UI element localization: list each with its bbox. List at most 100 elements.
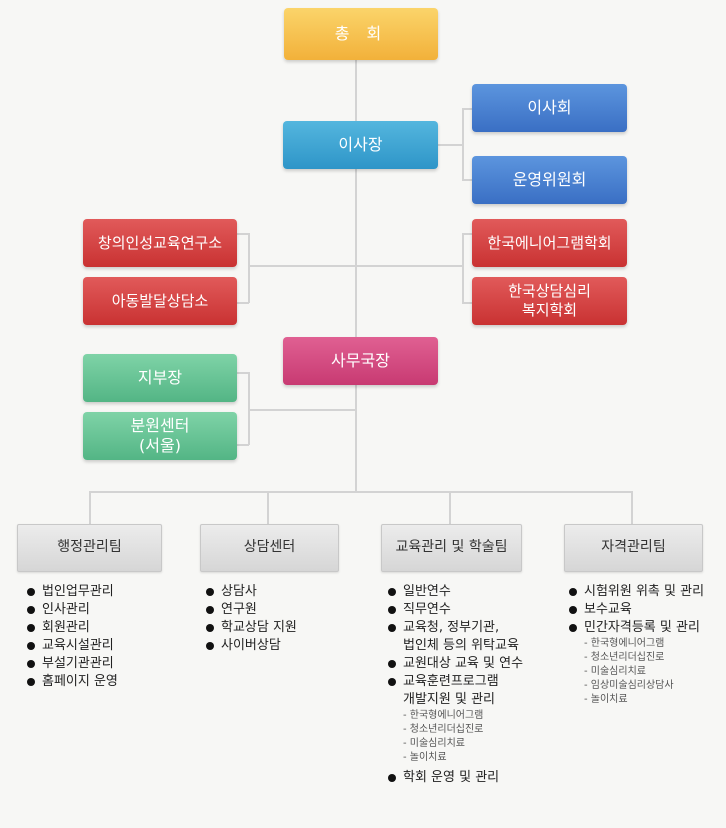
list-item-text: 교육시설관리 — [42, 638, 114, 653]
connector-societies-v — [462, 233, 464, 303]
list-item-text: 교육훈련프로그램 — [403, 674, 499, 689]
list-item-text: - 놀이치료 — [584, 694, 628, 705]
branch-head-box: 지부장 — [83, 354, 237, 402]
sub-list-item: - 한국형에니어그램 — [568, 637, 724, 651]
list-item: 일반연수 — [387, 583, 562, 601]
list-item-text: 일반연수 — [403, 584, 451, 599]
list-item: 연구원 — [205, 601, 365, 619]
list-item-text: 학교상담 지원 — [221, 620, 297, 635]
sub-list-item: - 미술심리치료 — [568, 665, 724, 679]
list-item-text: 민간자격등록 및 관리 — [584, 620, 700, 635]
list-item: 법인업무관리 — [26, 583, 186, 601]
connector-team4-v — [631, 491, 633, 525]
counseling-society-line1: 한국상담심리 — [508, 282, 591, 301]
connector-team1-v — [89, 491, 91, 525]
list-item-text: 직무연수 — [403, 602, 451, 617]
sub-list-item: - 놀이치료 — [568, 693, 724, 707]
team-education-box: 교육관리 및 학술팀 — [381, 524, 522, 572]
list-item-text: - 한국형에니어그램 — [403, 710, 484, 721]
list-item: 학교상담 지원 — [205, 619, 365, 637]
child-development-center-box: 아동발달상담소 — [83, 277, 237, 325]
connector-societies-top — [462, 233, 472, 235]
connector-main-vertical — [355, 60, 357, 492]
list-item-text: 교육청, 정부기관, — [403, 620, 500, 635]
list-item: 사이버상담 — [205, 637, 365, 655]
list-item-text: - 놀이치료 — [403, 752, 447, 763]
list-item-text: - 임상미술심리상담사 — [584, 680, 674, 691]
list-item: 인사관리 — [26, 601, 186, 619]
list-item-text: - 미술심리치료 — [584, 666, 646, 677]
connector-board-bottom — [462, 179, 472, 181]
sub-center-line2: (서울) — [139, 436, 181, 455]
board-of-directors-box: 이사회 — [472, 84, 627, 132]
steering-committee-box: 운영위원회 — [472, 156, 627, 204]
list-item-text: 학회 운영 및 관리 — [403, 770, 500, 785]
connector-societies-bottom — [462, 302, 472, 304]
list-item: 교원대상 교육 및 연수 — [387, 655, 562, 673]
sub-list-item: - 청소년리더십진로 — [387, 723, 562, 737]
list-item: 부설기관관리 — [26, 655, 186, 673]
list-item-text: 교원대상 교육 및 연수 — [403, 656, 524, 671]
list-item-text: 보수교육 — [584, 602, 632, 617]
list-item-text: 사이버상담 — [221, 638, 281, 653]
team-certification-box: 자격관리팀 — [564, 524, 703, 572]
connector-branch-bottom — [237, 444, 249, 446]
list-item: 직무연수 — [387, 601, 562, 619]
general-assembly-box: 총 회 — [284, 8, 438, 60]
enneagram-society-box: 한국에니어그램학회 — [472, 219, 627, 267]
connector-branch-h — [249, 409, 356, 411]
team-admin-box: 행정관리팀 — [17, 524, 162, 572]
list-item-text: 연구원 — [221, 602, 257, 617]
list-item: 회원관리 — [26, 619, 186, 637]
list-item: 교육청, 정부기관, 법인체 등의 위탁교육 — [387, 619, 562, 655]
secretary-general-box: 사무국장 — [283, 337, 438, 385]
list-item: 상담사 — [205, 583, 365, 601]
connector-team3-v — [449, 491, 451, 525]
connector-team2-v — [267, 491, 269, 525]
sub-center-box: 분원센터 (서울) — [83, 412, 237, 460]
sub-center-line1: 분원센터 — [130, 416, 190, 435]
counseling-society-line2: 복지학회 — [521, 301, 578, 319]
list-item-text-continued: 개발지원 및 관리 — [403, 692, 495, 707]
list-item-text: - 청소년리더십진로 — [584, 652, 665, 663]
connector-institutes-top — [237, 233, 249, 235]
list-item: 보수교육 — [568, 601, 724, 619]
connector-institutes-v — [248, 233, 250, 303]
list-item-text: - 청소년리더십진로 — [403, 724, 484, 735]
list-item-text: - 한국형에니어그램 — [584, 638, 665, 649]
team-counseling-box: 상담센터 — [200, 524, 339, 572]
list-item-text: 상담사 — [221, 584, 257, 599]
list-item: 민간자격등록 및 관리 — [568, 619, 724, 637]
connector-branch-v — [248, 372, 250, 445]
list-item: 시험위원 위촉 및 관리 — [568, 583, 724, 601]
chairman-box: 이사장 — [283, 121, 438, 169]
list-item-text: 인사관리 — [42, 602, 90, 617]
connector-institutes-bottom — [237, 302, 249, 304]
connector-board-v — [462, 108, 464, 180]
list-item-text: 회원관리 — [42, 620, 90, 635]
sub-list-item: - 청소년리더십진로 — [568, 651, 724, 665]
sub-list-item: - 놀이치료 — [387, 751, 562, 765]
connector-teams-h — [89, 491, 633, 493]
counseling-society-box: 한국상담심리 복지학회 — [472, 277, 627, 325]
list-item-text: - 미술심리치료 — [403, 738, 465, 749]
list-item-text: 홈페이지 운영 — [42, 674, 118, 689]
list-item-text: 시험위원 위촉 및 관리 — [584, 584, 705, 599]
list-item: 교육시설관리 — [26, 637, 186, 655]
list-item-text: 부설기관관리 — [42, 656, 114, 671]
sub-list-item: - 한국형에니어그램 — [387, 709, 562, 723]
connector-branch-top — [237, 372, 249, 374]
list-item-text-continued: 법인체 등의 위탁교육 — [403, 638, 519, 653]
creativity-institute-box: 창의인성교육연구소 — [83, 219, 237, 267]
list-item: 홈페이지 운영 — [26, 673, 186, 691]
list-item-text: 법인업무관리 — [42, 584, 114, 599]
connector-mid-h — [249, 265, 463, 267]
sub-list-item: - 임상미술심리상담사 — [568, 679, 724, 693]
connector-board-top — [462, 108, 472, 110]
sub-list-item: - 미술심리치료 — [387, 737, 562, 751]
